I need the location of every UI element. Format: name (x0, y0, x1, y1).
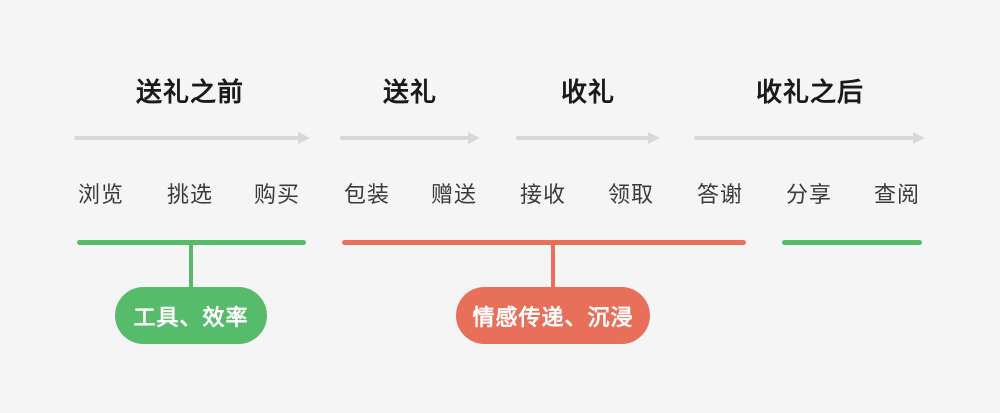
arrow-head-icon (298, 132, 310, 144)
arrow-shaft (694, 136, 914, 140)
arrow-head-icon (468, 132, 480, 144)
group-bar-emotion-immersion (342, 240, 746, 245)
phase-title-3: 收礼 (560, 77, 616, 107)
arrow-shaft (516, 136, 649, 140)
step-label-share: 分享 (785, 182, 833, 207)
arrow-shaft (74, 136, 299, 140)
step-label-browse: 浏览 (77, 182, 125, 207)
arrow-head-icon (913, 132, 925, 144)
connector-tools-efficiency (189, 243, 193, 295)
group-bar-trailing-green (782, 240, 922, 245)
pill-label-emotion-immersion: 情感传递、沉浸 (472, 304, 634, 330)
step-label-review: 查阅 (873, 182, 921, 207)
arrow-shaft (340, 136, 469, 140)
arrow-head-icon (648, 132, 660, 144)
group-bar-tools-efficiency (77, 240, 306, 245)
step-label-claim: 领取 (607, 182, 655, 207)
step-label-select: 挑选 (166, 182, 214, 207)
connector-emotion-immersion (551, 243, 555, 295)
arrow-phase-2 (340, 132, 480, 144)
arrow-phase-3 (516, 132, 660, 144)
step-label-receive: 接收 (519, 182, 567, 207)
phase-title-4: 收礼之后 (755, 77, 865, 107)
arrow-phase-1 (74, 132, 310, 144)
phase-title-1: 送礼之前 (135, 77, 245, 107)
phase-title-2: 送礼 (382, 77, 438, 107)
step-label-package: 包装 (343, 182, 391, 207)
step-label-gift: 赠送 (430, 182, 478, 207)
step-label-thanks: 答谢 (696, 182, 744, 207)
step-label-purchase: 购买 (253, 182, 301, 207)
pill-label-tools-efficiency: 工具、效率 (133, 304, 249, 330)
arrow-phase-4 (694, 132, 925, 144)
pill-emotion-immersion: 情感传递、沉浸 (456, 287, 650, 344)
pill-tools-efficiency: 工具、效率 (115, 287, 267, 344)
